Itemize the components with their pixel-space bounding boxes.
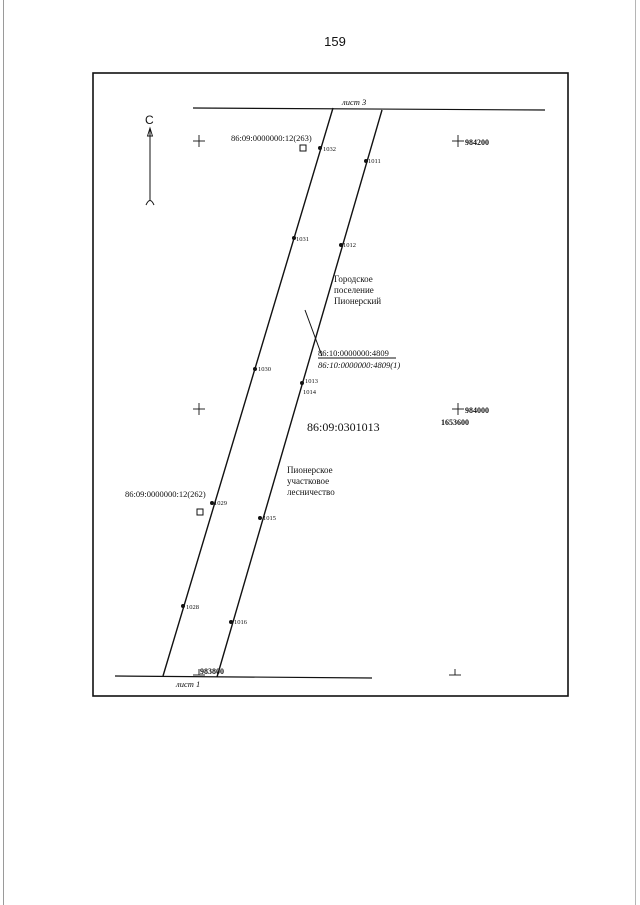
parcel-262-label: 86:09:0000000:12(262) (125, 489, 206, 499)
point-label-1032: 1032 (323, 146, 336, 153)
grid-cross-icon (193, 135, 205, 147)
page-number: 159 (324, 34, 346, 49)
grid-label-984200: 984200 (465, 138, 489, 147)
point-1016-marker (229, 620, 233, 624)
sheet-top-label: лист 3 (341, 97, 366, 107)
grid-cross-icon (193, 669, 205, 676)
map-frame (92, 72, 569, 697)
boundary-leader-line (304, 309, 323, 357)
point-label-1029: 1029 (214, 500, 227, 507)
point-label-1011: 1011 (368, 158, 381, 165)
grid-label-984000: 984000 (465, 406, 489, 415)
page-edge-right (635, 0, 636, 905)
point-1028-marker (181, 604, 185, 608)
strip-boundary-right (216, 109, 383, 678)
point-1015-marker (258, 516, 262, 520)
boundary-4809-1-label: 86:10:0000000:4809(1) (318, 360, 400, 370)
sheet-bottom-label: лист 1 (175, 679, 200, 689)
settlement-label-line2: поселение (334, 285, 374, 295)
point-1030-marker (253, 367, 257, 371)
point-1012-marker (339, 243, 343, 247)
grid-cross-icon (193, 403, 205, 415)
forestry-label-line1: Пионерское (287, 465, 333, 475)
parcel-263-marker-icon (299, 144, 307, 152)
grid-label-1653600: 1653600 (441, 418, 469, 427)
parcel-262-marker-icon (196, 508, 204, 516)
strip-boundary-left (162, 107, 334, 677)
point-label-1030: 1030 (258, 366, 271, 373)
settlement-label-line1: Городское (334, 274, 373, 284)
sheet-bottom-line (114, 675, 373, 679)
point-label-1012: 1012 (343, 242, 356, 249)
grid-cross-icon (449, 669, 461, 676)
north-label: С (145, 113, 154, 127)
grid-cross-icon (452, 403, 464, 415)
point-label-1015: 1015 (263, 515, 276, 522)
point-1032-marker (318, 146, 322, 150)
point-1031-marker (292, 236, 296, 240)
point-label-1016: 1016 (234, 619, 248, 626)
page-edge-left (3, 0, 4, 905)
point-label-1014: 1014 (303, 389, 317, 396)
boundary-4809-label: 86:10:0000000:4809 (318, 348, 389, 358)
point-1011-marker (364, 159, 368, 163)
forestry-label-line3: лесничество (287, 487, 335, 497)
point-1029-marker (210, 501, 214, 505)
point-label-1028: 1028 (186, 604, 199, 611)
parcel-263-label: 86:09:0000000:12(263) (231, 133, 312, 143)
sheet-top-line (192, 107, 546, 111)
grid-label-983800: 983800 (200, 667, 224, 676)
point-1013-marker (300, 381, 304, 385)
forestry-label-line2: участковое (287, 476, 329, 486)
point-label-1031: 1031 (296, 236, 309, 243)
grid-cross-icon (452, 135, 464, 147)
north-arrow-icon (145, 126, 155, 206)
parcel-main-number: 86:09:0301013 (307, 420, 380, 434)
point-label-1013: 1013 (305, 378, 318, 385)
settlement-label-line3: Пионерский (334, 296, 381, 306)
